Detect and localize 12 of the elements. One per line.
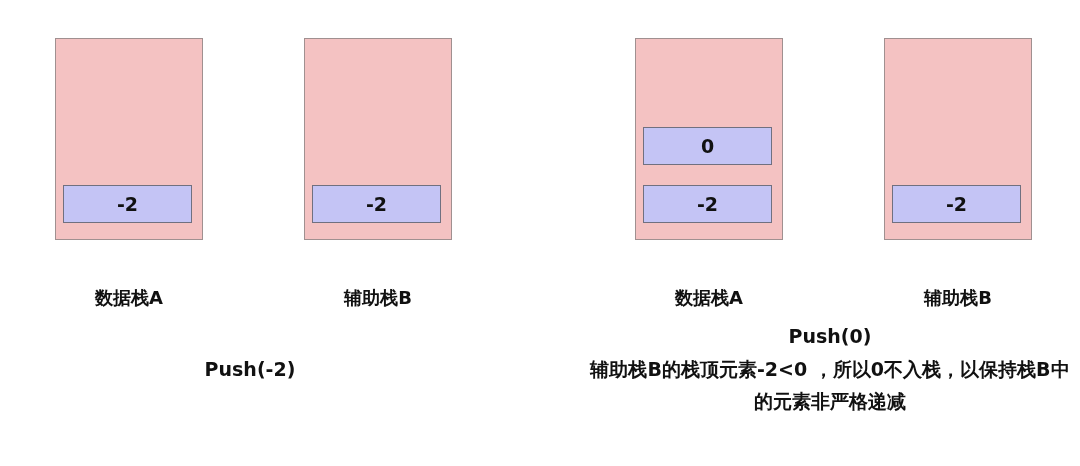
stack-element: 0	[643, 127, 772, 165]
stack-label: 辅助栈B	[922, 286, 993, 310]
stack-element: -2	[63, 185, 192, 223]
operation-label: Push(0)	[787, 325, 873, 347]
stack-element: -2	[312, 185, 441, 223]
stack-element: -2	[892, 185, 1021, 223]
stack-label: 数据栈A	[94, 286, 164, 310]
stack-label: 辅助栈B	[342, 286, 413, 310]
stack-label: 数据栈A	[674, 286, 744, 310]
stack-element: -2	[643, 185, 772, 223]
note-text: 辅助栈B的栈顶元素-2<0 ，所以0不入栈，以保持栈B中的元素非严格递减	[588, 357, 1071, 414]
operation-label: Push(-2)	[203, 358, 297, 380]
